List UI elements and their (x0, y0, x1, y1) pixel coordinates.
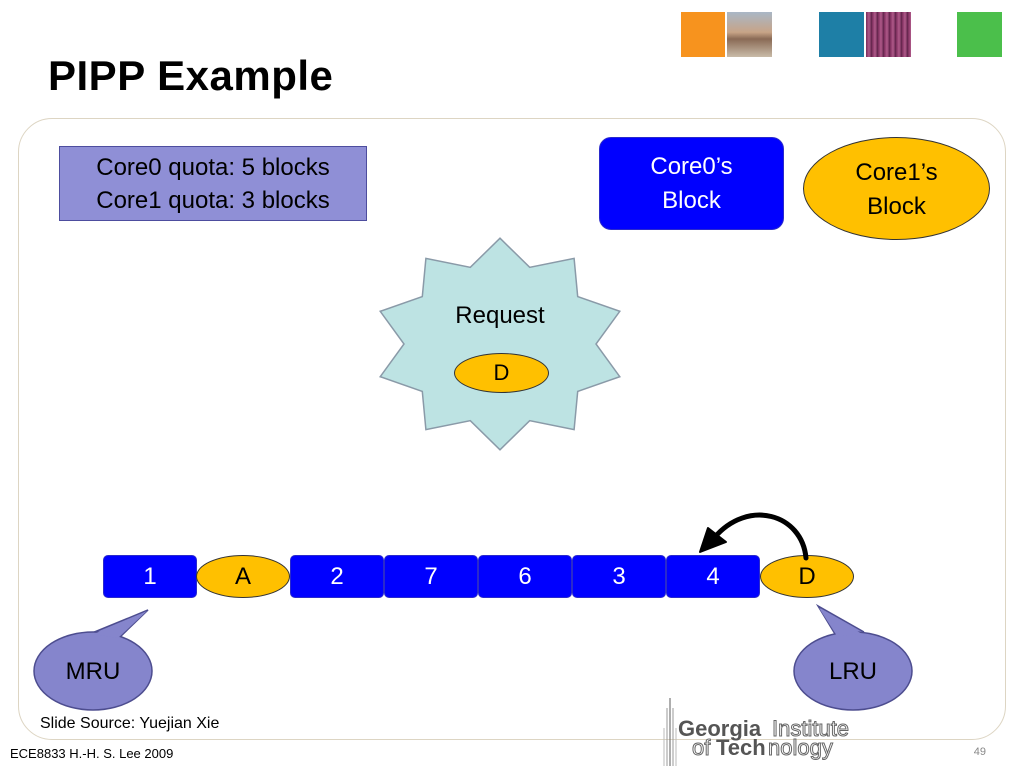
stack-cell: 2 (290, 555, 384, 598)
mru-label: MRU (65, 658, 121, 685)
stack-cell: 1 (103, 555, 197, 598)
request-label: Request (455, 302, 545, 329)
header-thumbnail-campus-photo (727, 12, 772, 57)
legend-core1-line2: Block (867, 193, 926, 220)
legend-core1-line1: Core1’s (855, 159, 938, 186)
logo-of: of (691, 735, 711, 761)
legend-core0-line2: Block (662, 187, 721, 214)
legend-core1-block: Core1’s Block (803, 137, 990, 240)
stack-cell: 7 (384, 555, 478, 598)
stack-cell: 3 (572, 555, 666, 598)
quota-core1: Core1 quota: 3 blocks (96, 187, 330, 214)
content-frame (18, 118, 1006, 740)
logo-nology: nology (768, 735, 834, 761)
stack-cell: 4 (666, 555, 760, 598)
legend-core0-block: Core0’s Block (599, 137, 784, 230)
header-thumbnail-green (957, 12, 1002, 57)
logo-institute: Institute (771, 716, 850, 742)
header-thumbnail-teal (819, 12, 864, 57)
slide-footer: ECE8833 H.-H. S. Lee 2009 (10, 746, 174, 761)
stack-cell: D (760, 555, 854, 598)
logo-georgia: Georgia (678, 716, 762, 741)
stack-cell: A (196, 555, 290, 598)
lru-callout-bubble (793, 603, 913, 711)
tech-tower-icon (663, 698, 677, 766)
request-block: D (454, 353, 549, 393)
header-thumbnail-orange (681, 12, 725, 57)
quota-core0: Core0 quota: 5 blocks (96, 154, 330, 181)
promotion-arrow (699, 512, 809, 561)
legend-core0-line1: Core0’s (650, 153, 733, 180)
header-thumbnail-circuit-photo (866, 12, 911, 57)
slide-source: Slide Source: Yuejian Xie (40, 715, 220, 732)
logo-tech: Tech (716, 735, 766, 760)
lru-label: LRU (828, 658, 877, 685)
quota-box: Core0 quota: 5 blocks Core1 quota: 3 blo… (59, 146, 367, 221)
stack-cell: 6 (478, 555, 572, 598)
page-number: 49 (973, 746, 986, 758)
request-burst-shape (378, 237, 622, 451)
mru-callout-bubble (33, 609, 153, 711)
slide-title: PIPP Example (48, 52, 334, 99)
